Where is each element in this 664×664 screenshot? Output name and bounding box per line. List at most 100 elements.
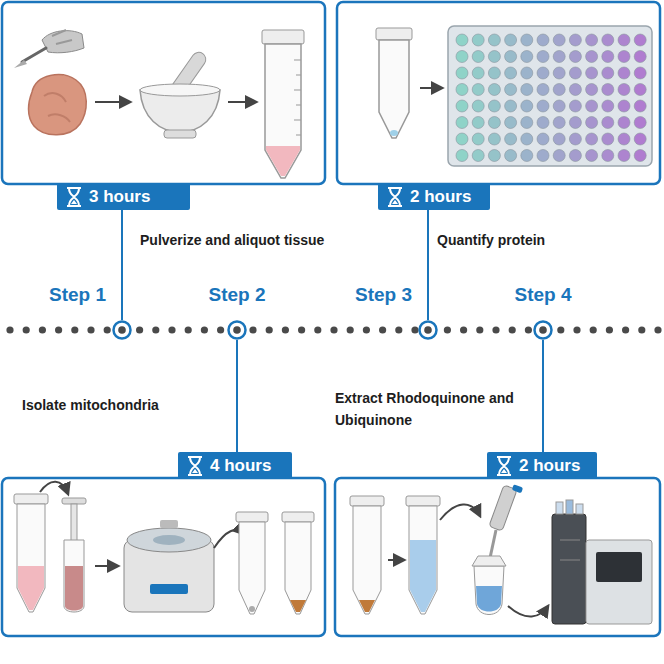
plate-well [472,117,484,129]
timeline-dot [379,326,386,333]
timeline-dot [590,326,597,333]
pellet-tubes [236,512,314,614]
time-badge: 3 hours [57,183,190,210]
plate-well [456,150,468,162]
lc-ms-instrument [586,540,652,624]
plate-well [618,117,630,129]
plate-well [618,51,630,63]
step-circle [424,326,432,334]
plate-well [634,150,646,162]
step-circle [112,320,132,340]
homogenate-tube [14,494,48,504]
step-circle [420,322,437,339]
plate-well [569,133,581,145]
plate-well [488,84,500,96]
solvent-tube [410,540,436,612]
step-circle [539,326,547,334]
flow-arrow [388,559,404,561]
panel-frame [337,2,660,184]
conical-tube [262,30,304,44]
plate-well [488,133,500,145]
timeline-dot [104,326,111,333]
plate-well [488,51,500,63]
hourglass-icon [388,188,402,206]
protein-tube [379,40,409,138]
step-connector [542,340,544,452]
timeline-dot [411,326,418,333]
timeline-dot [152,326,159,333]
timeline-dot [71,326,78,333]
plate-well [456,67,468,79]
step-label: Step 3 [355,284,412,306]
lc-ms-instrument [560,560,580,561]
timeline-dot [573,326,580,333]
pellet-tubes [249,606,255,612]
plate-well [618,34,630,46]
protein-tube [376,28,412,138]
plate-well [602,51,614,63]
plate-well [586,133,598,145]
plate-well [537,150,549,162]
panel-frame [335,478,660,636]
step-description: Pulverize and aliquot tissue [140,229,330,251]
sample-vial [472,556,506,566]
plate-well [537,84,549,96]
homogenate-tube [17,504,45,612]
protein-tube [376,28,412,40]
plate-well [553,100,565,112]
plate-well [634,133,646,145]
plate-well [472,84,484,96]
step-circle [418,320,438,340]
step-marker: Step 3 [418,320,438,340]
plate-well [505,51,517,63]
centrifuge [127,528,211,552]
plate-well [488,67,500,79]
plate-well [602,34,614,46]
plate-well [472,67,484,79]
duration-label: 3 hours [89,187,150,207]
step-marker: Step 2 [227,320,247,340]
plate-well [521,51,533,63]
plate-well [602,150,614,162]
pipette [489,485,517,531]
plate-well [521,34,533,46]
timeline-dot [622,326,629,333]
pellet-tubes [239,522,265,614]
plate-well [456,34,468,46]
time-badge: 4 hours [178,452,292,479]
pipette [490,530,496,558]
plate-well [618,133,630,145]
plate-well [634,51,646,63]
mortar-pestle [140,50,220,138]
hourglass-icon [495,456,513,476]
step-marker: Step 4 [533,320,553,340]
plate-well [521,133,533,145]
step-marker: Step 1 [112,320,132,340]
pellet-tubes [236,512,268,522]
timeline-dot [282,326,289,333]
plate-well [618,100,630,112]
timeline-dot [39,326,46,333]
plate-well [634,117,646,129]
step-circle [227,320,247,340]
plate-well [586,51,598,63]
plate-well [537,51,549,63]
step-circle [118,326,126,334]
step-connector [427,210,429,320]
step-description: Quantify protein [437,229,637,251]
mito-tube [350,496,384,506]
conical-tube [265,44,301,178]
timeline-dot [363,326,370,333]
plate-well [634,67,646,79]
step-label: Step 4 [514,284,571,306]
conical-tube [294,60,301,135]
timeline-dot [638,326,645,333]
step-label: Step 1 [49,284,106,306]
dounce-homogenizer [65,566,83,611]
timeline-dot [606,326,613,333]
pellet-tubes [285,522,311,614]
plate-well [553,34,565,46]
lc-ms-instrument [556,502,563,514]
hourglass-icon [67,188,81,206]
